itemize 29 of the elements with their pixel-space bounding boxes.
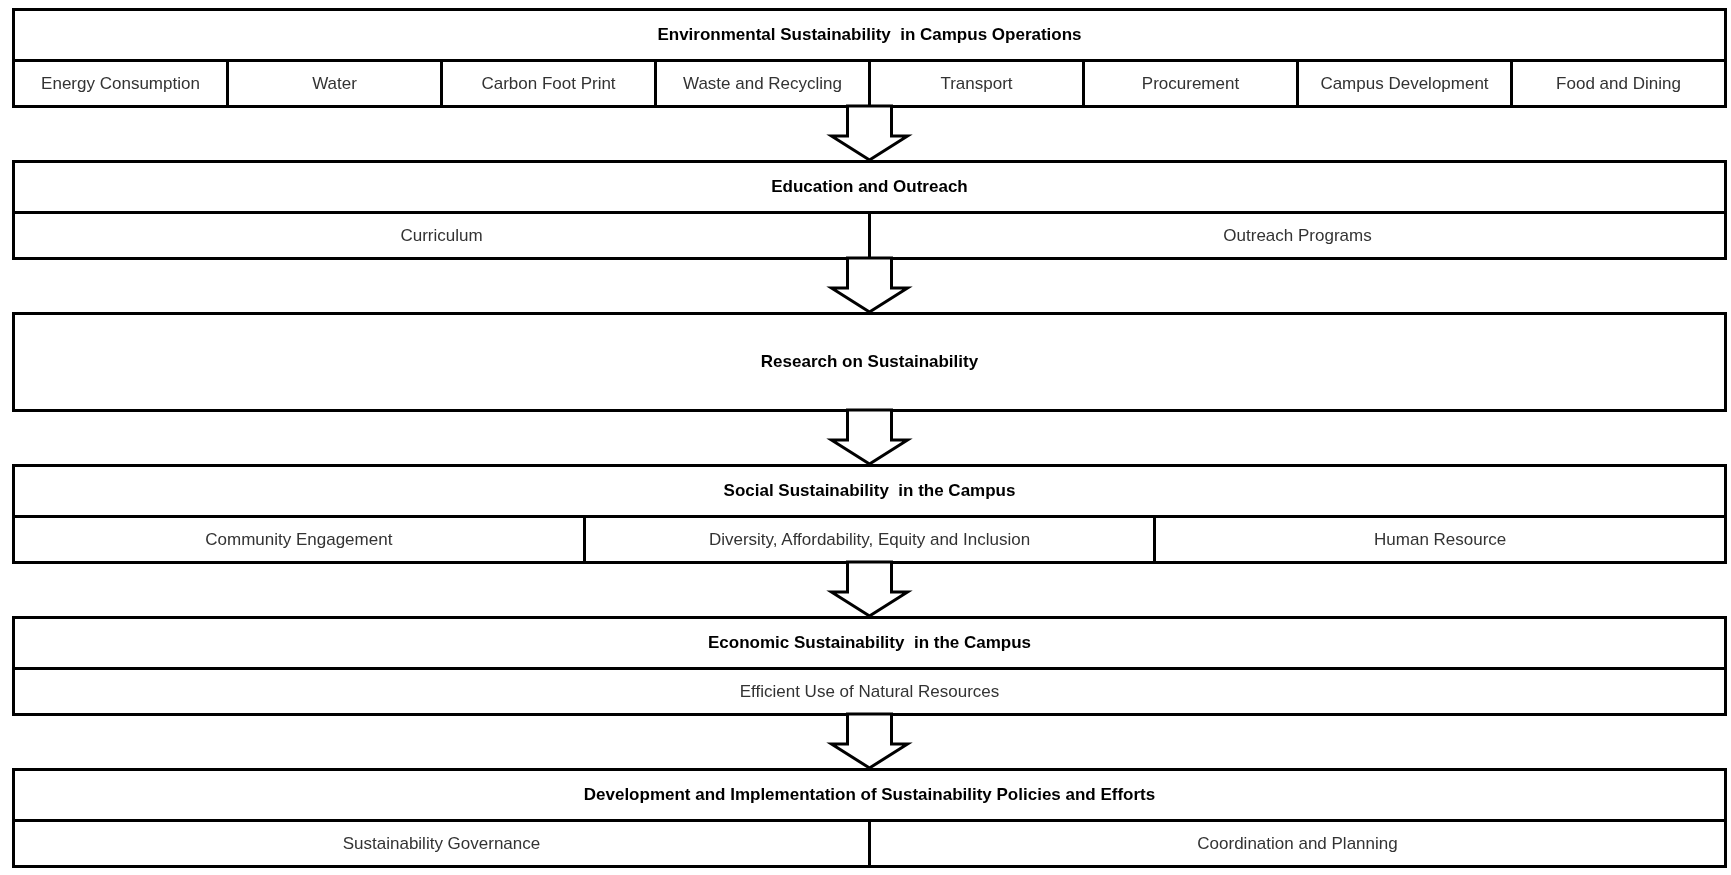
section-heading: Social Sustainability in the Campus xyxy=(723,480,1016,503)
block-arrow xyxy=(826,712,913,770)
category-cell: Community Engagement xyxy=(15,518,583,561)
block-arrow xyxy=(826,104,913,162)
section-heading: Education and Outreach xyxy=(771,176,968,199)
section-box xyxy=(12,464,1727,564)
category-cell: Food and Dining xyxy=(1510,62,1724,105)
section-box xyxy=(12,768,1727,868)
section-box xyxy=(12,160,1727,260)
section-box xyxy=(12,312,1727,412)
block-arrow xyxy=(826,408,913,466)
category-cell: Coordination and Planning xyxy=(868,822,1724,865)
category-cell: Sustainability Governance xyxy=(15,822,868,865)
section-box xyxy=(12,8,1727,108)
category-cell: Procurement xyxy=(1082,62,1296,105)
block-arrow xyxy=(826,256,913,314)
section-heading: Economic Sustainability in the Campus xyxy=(707,632,1032,655)
section-box xyxy=(12,616,1727,716)
category-cell: Energy Consumption xyxy=(15,62,226,105)
category-cell: Carbon Foot Print xyxy=(440,62,654,105)
category-cell: Water xyxy=(226,62,440,105)
category-cell: Campus Development xyxy=(1296,62,1510,105)
category-cell: Efficient Use of Natural Resources xyxy=(15,670,1724,713)
section-heading: Environmental Sustainability in Campus Operations xyxy=(657,24,1082,47)
section-heading: Development and Implementation of Sustainability Policies and Efforts xyxy=(583,784,1156,807)
block-arrow xyxy=(826,560,913,618)
section-heading: Research on Sustainability xyxy=(760,351,979,374)
category-cell: Curriculum xyxy=(15,214,868,257)
category-cell: Human Resource xyxy=(1153,518,1724,561)
